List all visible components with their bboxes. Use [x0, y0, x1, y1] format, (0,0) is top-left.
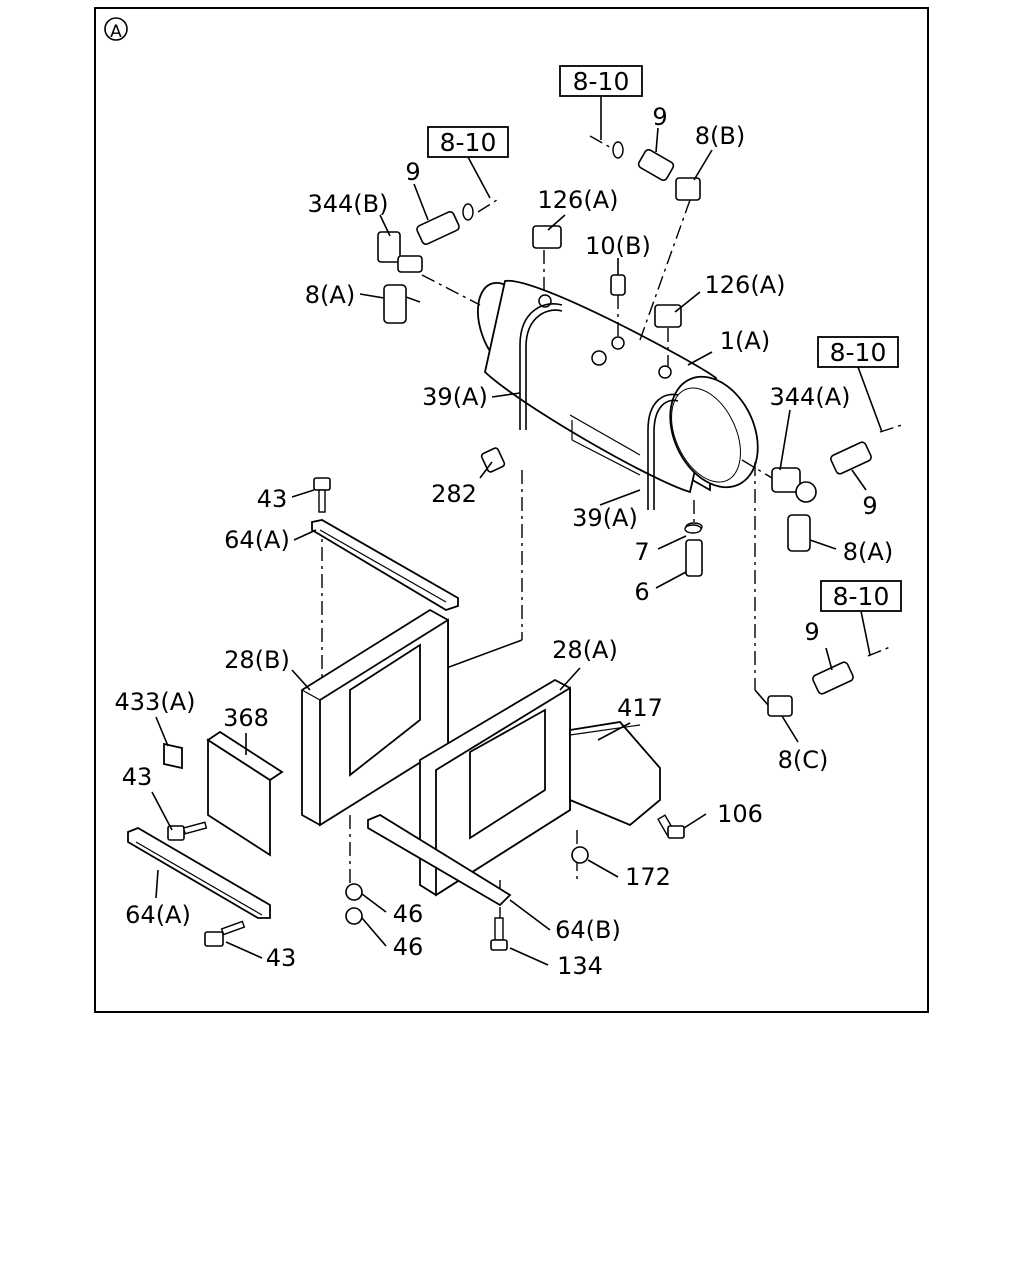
- leader-lines: [151, 127, 867, 966]
- label-282: 282: [431, 480, 477, 508]
- svg-text:8-10: 8-10: [833, 582, 890, 611]
- label-9-left: 9: [405, 158, 420, 186]
- bracket-frame-28b[interactable]: [301, 608, 449, 827]
- ref-box-8-10-top-left[interactable]: 8-10: [427, 126, 509, 158]
- label-106: 106: [717, 800, 763, 828]
- part-labels: 9 8(B) 9 344(B) 126(A) 10(B) 126(A) 8(A)…: [115, 103, 894, 980]
- label-368: 368: [223, 704, 269, 732]
- fitting-8a-upper[interactable]: [383, 284, 421, 324]
- u-bolt-39a-right[interactable]: [647, 393, 679, 510]
- u-bolt-39a-left[interactable]: [519, 303, 563, 430]
- label-9-right-upper: 9: [862, 492, 877, 520]
- plate-368[interactable]: [206, 730, 284, 857]
- svg-text:8-10: 8-10: [573, 67, 630, 96]
- fitting-9-top[interactable]: [612, 141, 675, 182]
- bracket-64a-bottom[interactable]: [127, 827, 271, 919]
- nut-46-upper[interactable]: [345, 883, 363, 901]
- label-43-bottom: 43: [266, 944, 297, 972]
- washer-7[interactable]: [684, 524, 702, 534]
- label-172: 172: [625, 863, 671, 891]
- bolt-134[interactable]: [490, 917, 508, 951]
- label-8b: 8(B): [695, 122, 745, 150]
- label-8a-lower: 8(A): [843, 538, 893, 566]
- clamp-282[interactable]: [480, 447, 506, 473]
- fitting-8a-lower[interactable]: [787, 514, 811, 552]
- fitting-344a[interactable]: [771, 467, 817, 503]
- label-7: 7: [634, 538, 649, 566]
- fitting-9-right-lower[interactable]: [812, 661, 855, 695]
- ref-box-8-10-right-upper[interactable]: 8-10: [817, 336, 899, 368]
- fitting-8b[interactable]: [675, 177, 701, 201]
- svg-text:A: A: [110, 22, 122, 42]
- label-344b: 344(B): [308, 190, 389, 218]
- section-marker: A: [104, 17, 128, 42]
- fitting-10b[interactable]: [610, 274, 626, 296]
- label-9-right-lower: 9: [804, 618, 819, 646]
- bracket-frame-28a[interactable]: [419, 678, 571, 897]
- fitting-9-right-upper[interactable]: [830, 441, 873, 475]
- label-28b: 28(B): [224, 646, 290, 674]
- label-28a: 28(A): [552, 636, 618, 664]
- svg-text:8-10: 8-10: [440, 128, 497, 157]
- label-126a-mid: 126(A): [705, 271, 786, 299]
- bolt-43-top[interactable]: [313, 477, 331, 513]
- label-46-upper: 46: [393, 900, 424, 928]
- label-8a-upper: 8(A): [305, 281, 355, 309]
- bracket-64a-top[interactable]: [311, 519, 459, 611]
- label-344a: 344(A): [770, 383, 851, 411]
- label-43-mid: 43: [122, 763, 153, 791]
- fitting-8c[interactable]: [767, 695, 793, 717]
- svg-text:8-10: 8-10: [830, 338, 887, 367]
- label-39a-right: 39(A): [572, 504, 638, 532]
- label-plate-433a[interactable]: [163, 742, 183, 770]
- label-433a: 433(A): [115, 688, 196, 716]
- label-64a-top: 64(A): [224, 526, 290, 554]
- label-417: 417: [617, 694, 663, 722]
- fitting-344b[interactable]: [377, 231, 423, 273]
- label-8c: 8(C): [778, 746, 829, 774]
- label-10b: 10(B): [585, 232, 651, 260]
- label-1a: 1(A): [720, 327, 770, 355]
- nut-172[interactable]: [571, 846, 589, 864]
- label-46-lower: 46: [393, 933, 424, 961]
- ref-box-8-10-top-center[interactable]: 8-10: [559, 65, 643, 97]
- label-39a-left: 39(A): [422, 383, 488, 411]
- bolt-43-mid[interactable]: [167, 821, 208, 841]
- label-64b: 64(B): [555, 916, 621, 944]
- label-126a-top: 126(A): [538, 186, 619, 214]
- label-134: 134: [557, 952, 603, 980]
- label-9-top: 9: [652, 103, 667, 131]
- label-43-top: 43: [257, 485, 288, 513]
- fitting-9-left[interactable]: [416, 203, 474, 246]
- bracket-417[interactable]: [569, 721, 661, 827]
- nut-46-lower[interactable]: [345, 907, 363, 925]
- label-64a-bottom: 64(A): [125, 901, 191, 929]
- fitting-126a-mid[interactable]: [654, 304, 682, 328]
- bolt-43-bottom[interactable]: [204, 920, 246, 947]
- label-6: 6: [634, 578, 649, 606]
- bolt-106[interactable]: [657, 814, 685, 839]
- fitting-126a-top[interactable]: [532, 225, 562, 249]
- bracket-64b[interactable]: [367, 813, 512, 907]
- diagram-frame: [94, 7, 929, 1013]
- ref-connectors: [467, 96, 906, 657]
- air-tank[interactable]: [467, 275, 775, 502]
- ref-box-8-10-right-lower[interactable]: 8-10: [820, 580, 902, 612]
